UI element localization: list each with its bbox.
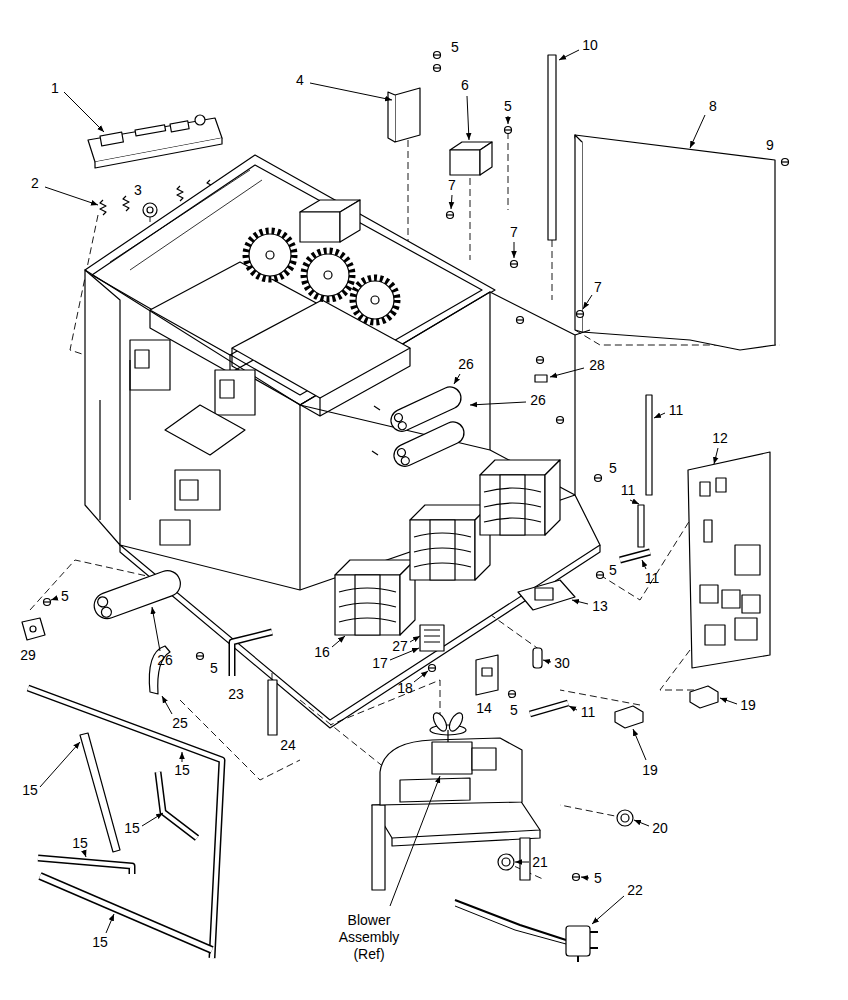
callout-number: 23 [227, 686, 245, 702]
callout-number: 29 [19, 647, 37, 663]
callout-number: 15 [91, 934, 109, 950]
callout-number: 3 [133, 182, 143, 198]
callout-number: 5 [503, 98, 513, 114]
callout-number: 19 [739, 697, 757, 713]
callout-number: 26 [156, 652, 174, 668]
callout-number: 26 [457, 356, 475, 372]
callout-number: 26 [529, 392, 547, 408]
callout-number: 8 [708, 98, 718, 114]
callout-number: 11 [620, 482, 637, 498]
callout-number: 5 [509, 702, 519, 718]
callout-number: 13 [591, 598, 609, 614]
callout-number: 2 [30, 175, 40, 191]
callout-number: 9 [765, 137, 775, 153]
callout-number: 24 [279, 737, 297, 753]
callout-number: 5 [608, 562, 618, 578]
callout-number: 11 [580, 704, 597, 720]
callout-number: 16 [313, 644, 331, 660]
callout-number: 20 [651, 820, 669, 836]
callout-number: 15 [123, 820, 141, 836]
part-label: Blower Assembly (Ref) [331, 912, 407, 963]
callout-number: 19 [641, 762, 659, 778]
callout-number: 18 [396, 680, 414, 696]
callout-number: 15 [71, 835, 89, 851]
callout-number: 5 [60, 588, 70, 604]
callout-number: 10 [581, 37, 599, 53]
callout-number: 4 [295, 72, 305, 88]
callout-number: 7 [509, 224, 519, 240]
callout-number: 6 [460, 77, 470, 93]
callout-number: 30 [553, 655, 571, 671]
callout-number: 17 [371, 655, 389, 671]
callout-number: 5 [608, 460, 618, 476]
callout-number: 7 [447, 177, 457, 193]
callout-number: 15 [173, 762, 191, 778]
callout-number: 21 [531, 854, 549, 870]
callout-number: 5 [209, 660, 219, 676]
callout-number: 1 [50, 80, 60, 96]
callout-number: 27 [391, 638, 409, 654]
callout-number: 5 [450, 39, 460, 55]
callout-number: 11 [644, 570, 661, 586]
callout-number: 7 [593, 279, 603, 295]
callout-number: 22 [626, 882, 644, 898]
illustration [22, 52, 789, 963]
callout-number: 28 [588, 357, 606, 373]
callout-number: 5 [593, 870, 603, 886]
callout-number: 12 [711, 430, 729, 446]
callout-number: 25 [171, 715, 189, 731]
callout-number: 11 [668, 402, 685, 418]
leader-lines [40, 50, 737, 933]
callout-number: 15 [21, 782, 39, 798]
callout-number: 14 [475, 700, 493, 716]
